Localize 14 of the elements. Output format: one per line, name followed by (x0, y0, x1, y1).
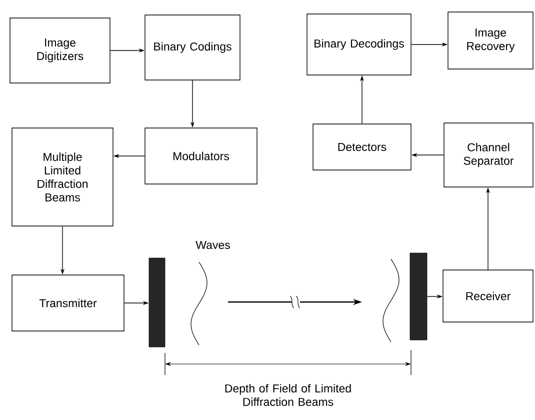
aperture-bar (148, 258, 166, 348)
process-box: Image Digitizers (10, 18, 110, 84)
process-box: Binary Codings (144, 14, 240, 80)
aperture-bar (410, 252, 428, 340)
process-box: Modulators (144, 128, 258, 184)
text-label: Depth of Field of Limited Diffraction Beams (225, 384, 351, 406)
process-box: Multiple Limited Diffraction Beams (12, 128, 114, 226)
process-box: Channel Separator (444, 122, 534, 188)
text-label: Waves (196, 241, 230, 249)
process-box: Transmitter (12, 274, 124, 332)
process-box: Detectors (312, 124, 412, 170)
process-box: Binary Decodings (306, 14, 412, 76)
process-box: Image Recovery (448, 12, 534, 70)
process-box: Receiver (442, 270, 534, 322)
